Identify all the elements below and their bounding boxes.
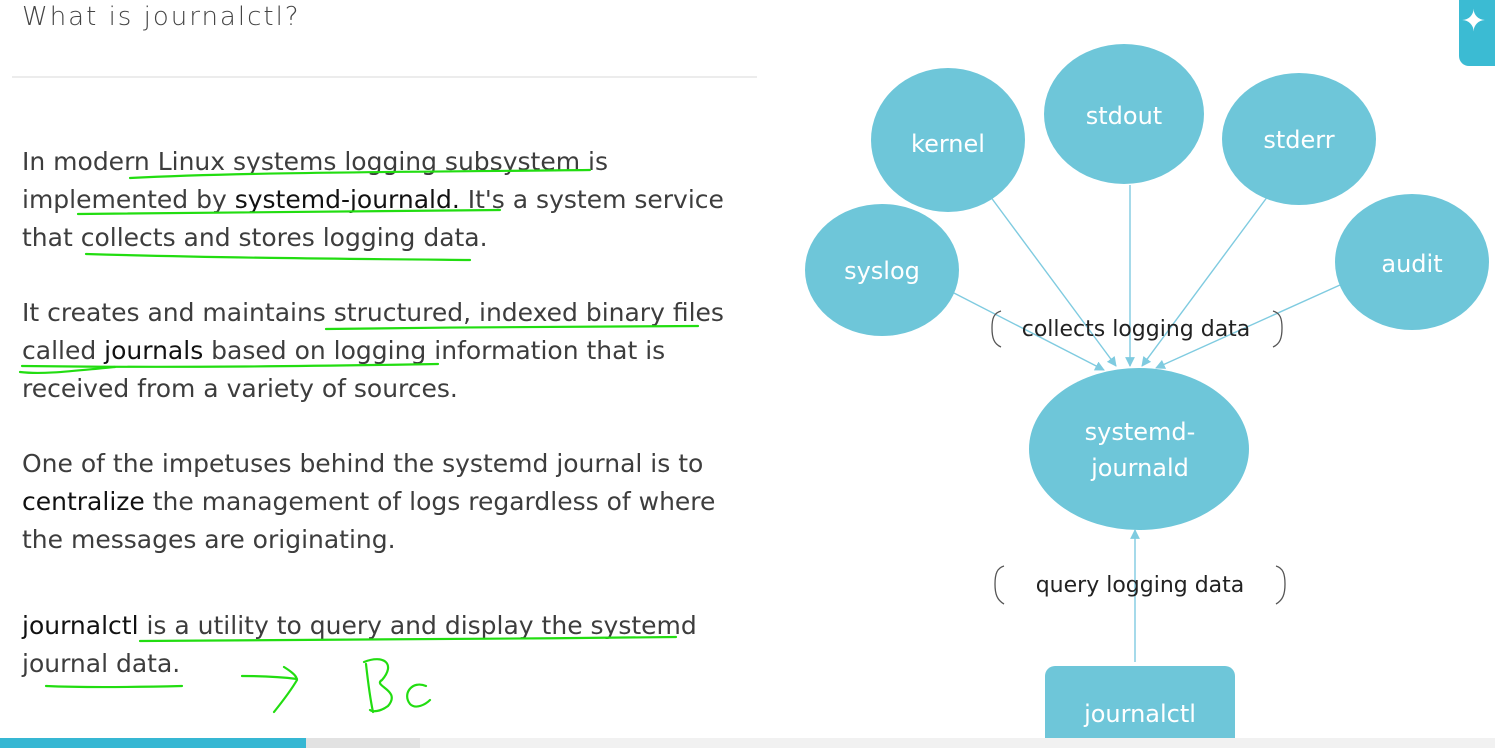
journald-label-line2: journald	[1090, 454, 1189, 482]
node-stderr-label: stderr	[1263, 126, 1334, 154]
sparkle-badge[interactable]: ✦	[1459, 0, 1495, 66]
node-kernel: kernel	[871, 68, 1025, 212]
node-syslog-label: syslog	[844, 257, 920, 285]
node-stdout-label: stdout	[1086, 102, 1162, 130]
p1-text-c: It's a system service that collects and …	[22, 185, 724, 252]
arrow-kernel	[989, 195, 1117, 367]
journald-label-line1: systemd-	[1085, 418, 1196, 446]
node-audit-label: audit	[1381, 250, 1442, 278]
paragraph-journals: It creates and maintains structured, ind…	[22, 294, 742, 408]
paragraph-centralize: One of the impetuses behind the systemd …	[22, 445, 742, 559]
arrow-stderr	[1141, 195, 1269, 367]
node-kernel-label: kernel	[911, 130, 985, 158]
paragraph-journalctl: journalctl is a utility to query and dis…	[22, 607, 742, 683]
p3-text-c: the management of logs regardless of whe…	[22, 487, 716, 554]
node-stdout: stdout	[1044, 44, 1204, 184]
video-progress-track[interactable]	[0, 738, 1495, 748]
p4-text-b: is a utility to query and display the sy…	[22, 611, 697, 678]
node-systemd-journald: systemd- journald	[1029, 368, 1249, 530]
p2-emphasis: journals	[104, 336, 204, 365]
arrow-audit	[1155, 284, 1341, 369]
p2-text-a: It creates and maintains structured, ind…	[22, 298, 724, 365]
slide-title: What is journalctl?	[22, 2, 301, 32]
p4-emphasis: journalctl	[22, 611, 139, 640]
p2-text-c: based on logging information that is rec…	[22, 336, 666, 403]
query-bracket: query logging data	[994, 565, 1286, 605]
journalctl-label: journalctl	[1083, 700, 1196, 728]
video-progress-fill	[0, 738, 307, 748]
p3-text-a: One of the impetuses behind the systemd …	[22, 449, 704, 478]
sparkle-icon: ✦	[1461, 4, 1487, 39]
collect-bracket: collects logging data	[991, 310, 1283, 348]
node-stderr: stderr	[1222, 73, 1376, 205]
p3-emphasis: centralize	[22, 487, 145, 516]
node-audit: audit	[1335, 194, 1489, 330]
collect-label: collects logging data	[1022, 317, 1251, 342]
node-journalctl: journalctl	[1045, 666, 1235, 748]
node-syslog: syslog	[805, 204, 959, 336]
title-divider	[12, 76, 757, 78]
arrow-syslog	[951, 291, 1105, 371]
query-label: query logging data	[1036, 573, 1245, 598]
